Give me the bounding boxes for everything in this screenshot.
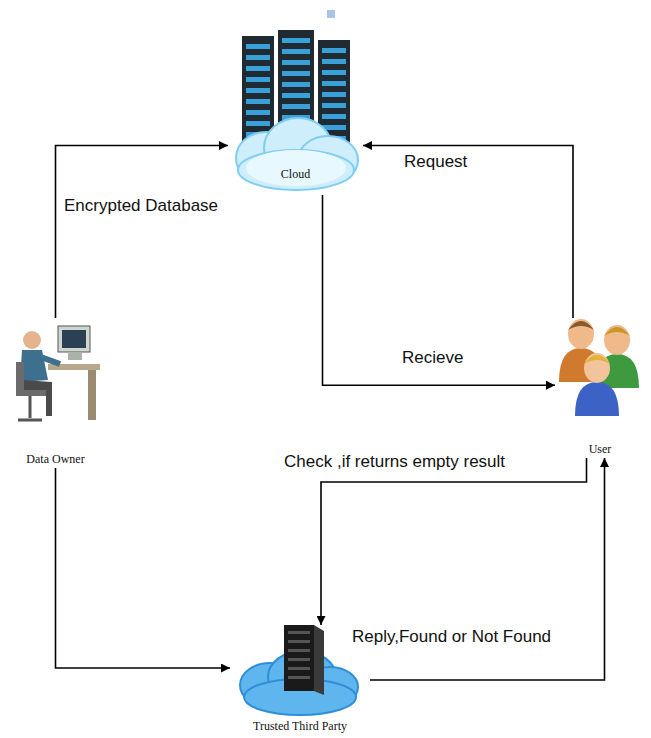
third-party-server-icon	[240, 625, 358, 715]
edge-label: Reply,Found or Not Found	[350, 627, 553, 647]
icon	[8, 318, 103, 468]
actor-node: Trusted Third Party	[230, 625, 370, 735]
node-label: User	[589, 443, 612, 456]
actor-node: User	[555, 318, 645, 458]
arrow-connector	[363, 146, 573, 319]
node-label: Cloud	[281, 168, 310, 181]
node-label: Data Owner	[26, 453, 84, 466]
data-owner-figure	[16, 326, 100, 420]
actor-node: Data Owner	[8, 318, 103, 468]
edge-label: Request	[402, 152, 469, 172]
small-square	[327, 10, 335, 18]
edge-label: Encrypted Database	[62, 196, 220, 216]
actor-node: Cloud	[228, 30, 363, 195]
arrow-connector	[323, 195, 556, 385]
icon	[230, 625, 370, 735]
cloud-server-icon	[236, 30, 358, 190]
edge-label: Recieve	[400, 348, 465, 368]
edge-label: Check ,if returns empty result	[282, 452, 507, 472]
arrow-connector	[321, 458, 587, 625]
users-figure	[559, 319, 639, 416]
node-label: Trusted Third Party	[253, 720, 347, 733]
arrow-connector	[56, 146, 229, 319]
icon	[555, 318, 645, 458]
arrow-connector	[56, 468, 231, 668]
